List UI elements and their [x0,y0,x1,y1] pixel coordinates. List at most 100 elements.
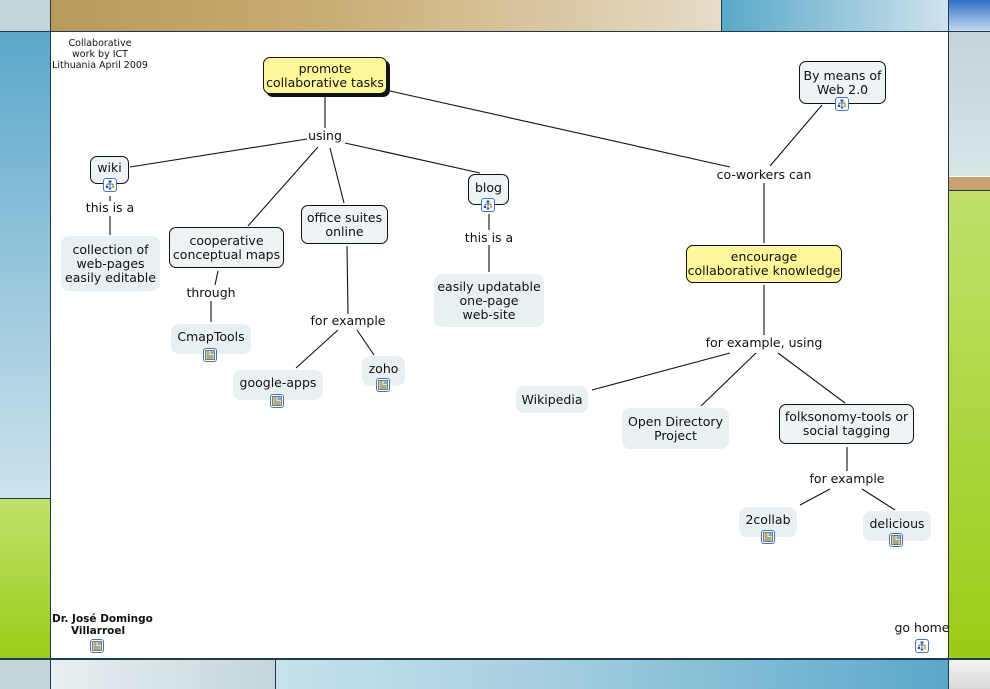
concept-text: delicious [869,516,925,531]
bg-bottom-left [0,659,50,689]
author-credit: Dr. José Domingo Villarroel [52,613,153,637]
bg-top-left [0,0,50,31]
concept-text: conceptual maps [172,246,281,262]
link-forexample-google [295,329,339,369]
concept-folksonomy-tools[interactable]: folksonomy-tools or social tagging [779,404,914,444]
link-office-forexample [346,245,349,315]
concept-text: zoho [368,361,399,376]
concept-text: office suites [306,209,383,225]
link-using-opendir [700,352,757,407]
concept-map-resource-icon[interactable] [835,97,849,111]
web-page-resource-icon[interactable] [270,394,284,408]
frame-line [721,0,722,31]
concept-text: By means of [803,67,882,83]
frame-line [0,31,990,32]
web-page-resource-icon[interactable] [376,378,390,392]
link-phrase-wiki-this-is-a: this is a [85,200,135,215]
concept-2collab[interactable]: 2collab [739,507,797,537]
go-home-link[interactable]: go home [894,620,950,635]
concept-text: cooperative [189,232,264,248]
bg-right-grey [949,32,990,176]
link-phrase-for-example-using: for example, using [705,335,823,350]
concept-easily-updatable-one-page-web-site[interactable]: easily updatable one-page web-site [434,274,544,327]
concept-text: google-apps [239,375,317,390]
author-line: Villarroel [70,625,126,637]
bg-bottom-right [949,659,990,689]
bg-top-right [949,0,990,31]
concept-text: Open Directory [628,413,723,429]
link-promote-coworkers [389,90,731,168]
concept-text: web-site [462,306,516,322]
bg-bottom-blue [276,659,948,689]
link-cooperative-through [214,270,219,286]
concept-text: encourage [730,249,798,264]
concept-text: one-page [459,292,519,308]
concept-text: Web 2.0 [816,81,869,97]
concept-text: CmapTools [177,329,245,344]
link-using-cooperative [247,146,319,227]
concept-map-resource-icon[interactable] [915,639,929,653]
link-phrase-office-for-example: for example [310,313,386,328]
link-forexample-delicious [861,488,896,511]
link-forexample-2collab [799,488,831,506]
bg-right-green [949,191,990,658]
link-using-wiki [129,138,308,168]
concept-wikipedia[interactable]: Wikipedia [516,386,588,413]
bg-top-blue [722,0,948,31]
bg-right-tan [949,177,990,190]
concept-collection-of-web-pages[interactable]: collection of web-pages easily editable [61,236,160,291]
link-forexample-zoho [356,329,375,356]
concept-text: wiki [97,160,122,175]
frame-line [50,0,51,689]
caption-line: Collaborative [68,38,132,49]
concept-delicious[interactable]: delicious [863,511,931,541]
link-using-blog [344,142,481,174]
web-page-resource-icon[interactable] [203,348,217,362]
concept-text: collaborative tasks [266,74,384,90]
concept-by-means-of-web20[interactable]: By means of Web 2.0 [799,61,886,104]
concept-text: collection of [72,241,149,257]
link-phrase-folksonomy-for-example: for example [809,471,885,486]
concept-cooperative-conceptual-maps[interactable]: cooperative conceptual maps [169,227,284,268]
link-phrase-through: through [186,285,236,300]
link-using-folksonomy [777,352,846,404]
frame-line [0,498,50,499]
web-page-resource-icon[interactable] [889,533,903,547]
concept-text: Project [654,427,697,443]
concept-promote-collaborative-tasks[interactable]: promote collaborative tasks [263,57,387,94]
concept-text: promote [298,60,352,76]
concept-office-suites-online[interactable]: office suites online [301,205,388,244]
concept-text: easily editable [65,269,156,285]
frame-line [949,190,990,191]
frame-line [275,659,276,689]
bg-top-tan [51,0,721,31]
caption-line: work by ICT [72,49,128,60]
map-caption: Collaborative work by ICT Lithuania Apri… [52,38,148,71]
concept-text: folksonomy-tools or [784,409,909,424]
bg-left-green [0,499,50,658]
concept-blog[interactable]: blog [468,174,509,205]
link-phrase-co-workers-can: co-workers can [716,167,812,182]
link-phrase-using: using [308,128,342,143]
concept-map-resource-icon[interactable] [481,198,495,212]
concept-text: web-pages [76,255,145,271]
concept-map-resource-icon[interactable] [103,178,117,192]
concept-encourage-collaborative-knowledge[interactable]: encourage collaborative knowledge [686,245,842,283]
bg-left-blue [0,32,50,498]
frame-line [948,0,949,689]
concept-text: social tagging [802,423,891,438]
link-using-wikipedia [591,352,731,391]
web-page-resource-icon[interactable] [90,639,104,653]
concept-text: online [325,223,364,239]
concept-text: 2collab [745,512,791,527]
web-page-resource-icon[interactable] [761,530,775,544]
caption-line: Lithuania April 2009 [52,60,148,71]
frame-line [0,658,990,660]
concept-text: blog [475,179,502,195]
author-line: Dr. José Domingo [52,613,153,625]
concept-text: collaborative knowledge [687,263,841,278]
concept-open-directory-project[interactable]: Open Directory Project [622,408,729,449]
bg-bottom-grey [51,659,275,689]
concept-text: Wikipedia [521,391,583,407]
